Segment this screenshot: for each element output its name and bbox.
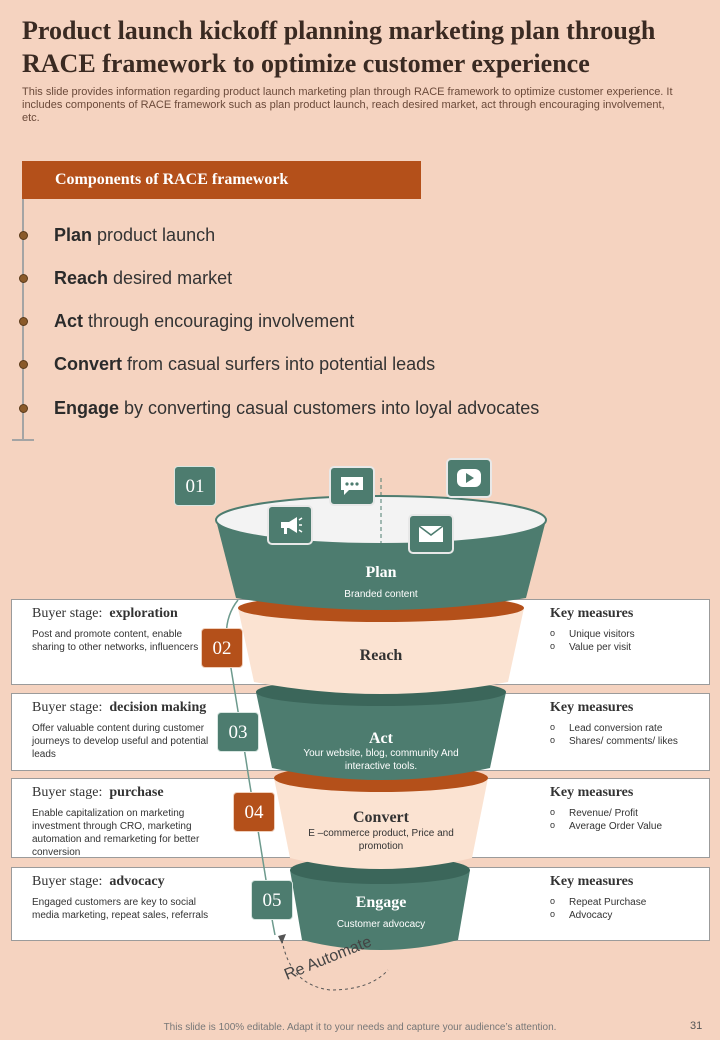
segment-label-act: Act — [369, 730, 393, 747]
megaphone-icon — [267, 505, 313, 545]
page-subtitle: This slide provides information regardin… — [22, 86, 673, 124]
key-measures-title: Key measures — [550, 606, 634, 621]
key-measures-list: Lead conversion rate Shares/ comments/ l… — [550, 721, 678, 748]
bullet-icon — [19, 360, 28, 369]
bullet-icon — [19, 317, 28, 326]
bullet-icon — [19, 274, 28, 283]
key-measure-item: Unique visitors — [550, 627, 635, 641]
bullet-icon — [19, 231, 28, 240]
segment-sub-plan: Branded content — [344, 589, 418, 600]
segment-label-reach: Reach — [359, 647, 403, 664]
page-title: Product launch kickoff planning marketin… — [22, 16, 656, 78]
timeline-end — [12, 439, 34, 441]
segment-label-engage: Engage — [355, 894, 407, 911]
components-header: Components of RACE framework — [22, 161, 421, 199]
chat-icon — [329, 466, 375, 506]
segment-label-plan: Plan — [365, 564, 397, 581]
race-item-act: Act through encouraging involvement — [54, 311, 355, 331]
segment-sub-convert: E –commerce product, Price and promotion — [308, 828, 454, 852]
loop-arrow — [281, 939, 389, 991]
footer-note: This slide is 100% editable. Adapt it to… — [163, 1022, 557, 1033]
race-item-plan: Plan product launch — [54, 225, 216, 245]
key-measure-item: Shares/ comments/ likes — [550, 734, 678, 748]
key-measures-list: Repeat Purchase Advocacy — [550, 895, 646, 922]
step-number-03: 03 — [217, 712, 259, 752]
funnel-segment-act — [256, 692, 506, 780]
key-measures-title: Key measures — [550, 700, 634, 715]
email-icon — [408, 514, 454, 554]
key-measures-list: Revenue/ Profit Average Order Value — [550, 806, 662, 833]
step-number-04: 04 — [233, 792, 275, 832]
stage-title: Buyer stage: exploration — [32, 606, 178, 621]
key-measure-item: Value per visit — [550, 640, 635, 654]
funnel-segment-convert — [274, 778, 488, 869]
step-number-02: 02 — [201, 628, 243, 668]
segment-sub-act: Your website, blog, community And intera… — [303, 748, 459, 772]
step-number-05: 05 — [251, 880, 293, 920]
stage-description: Enable capitalization on marketing inves… — [32, 808, 200, 858]
funnel-segment-reach — [238, 608, 524, 694]
key-measures-title: Key measures — [550, 785, 634, 800]
segment-sub-engage: Customer advocacy — [336, 919, 426, 930]
key-measure-item: Repeat Purchase — [550, 895, 646, 909]
key-measure-item: Revenue/ Profit — [550, 806, 662, 820]
key-measures-title: Key measures — [550, 874, 634, 889]
race-item-convert: Convert from casual surfers into potenti… — [54, 354, 436, 374]
stage-description: Post and promote content, enable sharing… — [32, 629, 199, 653]
stage-title: Buyer stage: decision making — [32, 700, 207, 715]
key-measures-list: Unique visitors Value per visit — [550, 627, 635, 654]
youtube-icon — [446, 458, 492, 498]
page-number: 31 — [690, 1020, 703, 1032]
key-measure-item: Lead conversion rate — [550, 721, 678, 735]
race-item-reach: Reach desired market — [54, 268, 233, 288]
key-measure-item: Average Order Value — [550, 819, 662, 833]
step-number-01: 01 — [174, 466, 216, 506]
loop-arrowhead — [278, 934, 286, 944]
race-item-engage: Engage by converting casual customers in… — [54, 398, 540, 418]
stage-title: Buyer stage: advocacy — [32, 874, 165, 889]
stage-title: Buyer stage: purchase — [32, 785, 164, 800]
stage-description: Engaged customers are key to social medi… — [32, 897, 209, 921]
key-measure-item: Advocacy — [550, 908, 646, 922]
funnel-segment-engage — [290, 870, 470, 950]
bullet-icon — [19, 404, 28, 413]
stage-description: Offer valuable content during customer j… — [32, 723, 209, 760]
segment-label-convert: Convert — [353, 809, 409, 826]
